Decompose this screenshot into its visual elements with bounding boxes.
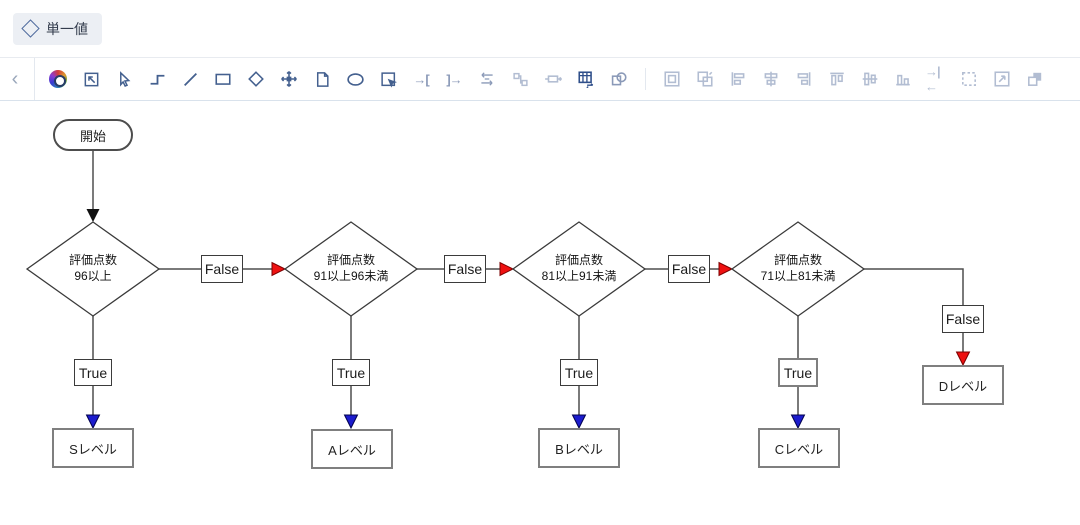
tab-bar: 単一値: [0, 0, 1080, 57]
align-left-icon[interactable]: [727, 68, 749, 90]
collapse-panel-button[interactable]: ‹: [11, 68, 19, 90]
decision-text: 91以上96未満: [313, 269, 389, 283]
false-arrowhead: [271, 261, 287, 277]
false-label-3[interactable]: False: [668, 255, 710, 283]
start-node[interactable]: 開始: [53, 119, 133, 151]
decision-text: 96以上: [74, 269, 112, 283]
align-bottom-icon[interactable]: [892, 68, 914, 90]
expand-width-icon[interactable]: [542, 68, 564, 90]
false-arrowhead: [955, 351, 971, 367]
false-text: False: [204, 261, 240, 277]
insert-after-icon[interactable]: ]→: [446, 71, 462, 87]
elbow-connector-icon[interactable]: [146, 68, 168, 90]
diamond-icon[interactable]: [245, 68, 267, 90]
level-text: Aレベル: [328, 442, 376, 458]
true-text: True: [336, 364, 366, 381]
decision-label-3[interactable]: 評価点数 81以上91未満: [519, 250, 639, 288]
false-text: False: [671, 261, 707, 277]
true-label-3[interactable]: True: [560, 359, 598, 386]
level-node-d[interactable]: Dレベル: [922, 365, 1004, 405]
lasso-select-icon[interactable]: [377, 68, 399, 90]
start-arrowhead: [86, 209, 100, 222]
start-label: 開始: [79, 128, 106, 144]
decision-label-1[interactable]: 評価点数 96以上: [33, 250, 153, 288]
level-text: Bレベル: [555, 441, 603, 457]
decision-shape-3[interactable]: [511, 221, 647, 317]
diamond-icon: [21, 19, 40, 38]
decision-text: 評価点数: [554, 253, 603, 268]
level-node-a[interactable]: Aレベル: [311, 429, 393, 469]
arrange-order-icon[interactable]: [1024, 68, 1046, 90]
true-text: True: [78, 364, 108, 381]
decision-text: 81以上91未満: [541, 269, 617, 283]
decision-text: 評価点数: [68, 253, 117, 268]
level-text: Cレベル: [774, 441, 824, 457]
rectangle-icon[interactable]: [212, 68, 234, 90]
pointer-icon[interactable]: [113, 68, 135, 90]
false-text: False: [447, 261, 483, 277]
swap-icon[interactable]: [476, 68, 498, 90]
decision-shape-4[interactable]: [730, 221, 866, 317]
align-top-icon[interactable]: [826, 68, 848, 90]
decision-label-2[interactable]: 評価点数 91以上96未満: [291, 250, 411, 288]
group-icon[interactable]: [661, 68, 683, 90]
link-shapes-icon[interactable]: [509, 68, 531, 90]
insert-before-icon[interactable]: →[: [413, 71, 429, 87]
line-icon[interactable]: [179, 68, 201, 90]
decision-shape-1[interactable]: [25, 221, 161, 317]
move-icon[interactable]: [278, 68, 300, 90]
false-label-1[interactable]: False: [201, 255, 243, 283]
toolbar-divider: [645, 68, 646, 90]
true-arrowhead: [571, 414, 587, 430]
decision-text: 71以上81未満: [760, 269, 836, 283]
false-arrowhead: [499, 261, 515, 277]
decision-text: 評価点数: [326, 253, 375, 268]
toolbar-divider: [34, 58, 35, 100]
align-right-icon[interactable]: [793, 68, 815, 90]
combine-shapes-icon[interactable]: [608, 68, 630, 90]
distribute-icon[interactable]: →|←: [925, 64, 941, 94]
ungroup-icon[interactable]: [694, 68, 716, 90]
false-arrowhead: [718, 261, 734, 277]
decision-label-4[interactable]: 評価点数 71以上81未満: [738, 250, 858, 288]
match-size-icon[interactable]: [958, 68, 980, 90]
toolbar-icons: →[ ]→ →|←: [39, 64, 1046, 94]
tab-single-value[interactable]: 単一値: [13, 12, 102, 45]
level-node-s[interactable]: Sレベル: [52, 428, 134, 468]
decision-text: 評価点数: [773, 253, 822, 268]
toolbar: ‹ →[ ]→ →|←: [0, 57, 1080, 101]
tab-label: 単一値: [46, 20, 88, 37]
false-label-4[interactable]: False: [942, 305, 984, 333]
true-text: True: [783, 364, 813, 381]
select-area-icon[interactable]: [80, 68, 102, 90]
true-label-4[interactable]: True: [778, 358, 818, 387]
color-wheel-icon[interactable]: [47, 68, 69, 90]
true-arrowhead: [85, 414, 101, 430]
true-arrowhead: [790, 414, 806, 430]
false-text: False: [945, 311, 981, 327]
level-text: Sレベル: [69, 441, 117, 457]
false-label-2[interactable]: False: [444, 255, 486, 283]
page-icon[interactable]: [311, 68, 333, 90]
resize-icon[interactable]: [991, 68, 1013, 90]
level-node-b[interactable]: Bレベル: [538, 428, 620, 468]
diagram-canvas[interactable]: 開始 評価点数 96以上 評価点数 91以上96未満 評価点数 81以上91未満…: [0, 101, 1080, 524]
decision-shape-2[interactable]: [283, 221, 419, 317]
true-label-1[interactable]: True: [74, 359, 112, 386]
true-arrowhead: [343, 414, 359, 430]
table-reorder-icon[interactable]: [575, 68, 597, 90]
true-label-2[interactable]: True: [332, 359, 370, 386]
level-node-c[interactable]: Cレベル: [758, 428, 840, 468]
align-middle-icon[interactable]: [859, 68, 881, 90]
true-text: True: [564, 364, 594, 381]
align-center-icon[interactable]: [760, 68, 782, 90]
level-text: Dレベル: [938, 378, 988, 394]
ellipse-icon[interactable]: [344, 68, 366, 90]
flow-connectors: [25, 151, 971, 430]
